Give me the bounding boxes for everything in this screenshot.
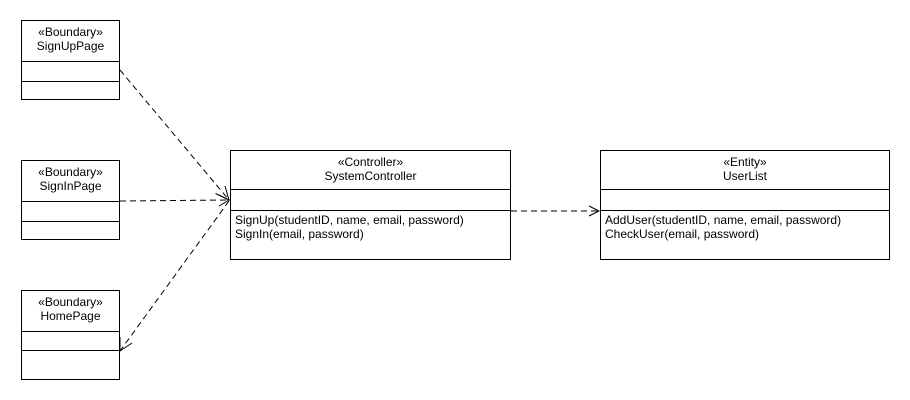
operations-compartment xyxy=(22,82,119,99)
arrowhead-signin-to-controller xyxy=(218,194,231,207)
operation-signup: SignUp(studentID, name, email, password) xyxy=(235,213,464,227)
operations-compartment xyxy=(22,351,119,379)
attributes-compartment xyxy=(22,62,119,82)
class-stereotype: «Entity» xyxy=(723,155,767,169)
operations-compartment xyxy=(22,222,119,239)
arrowhead-controller-to-userlist xyxy=(588,205,601,217)
link-controller-to-home xyxy=(119,200,230,352)
operation-signin: SignIn(email, password) xyxy=(235,227,364,241)
operations-compartment: SignUp(studentID, name, email, password)… xyxy=(231,211,510,259)
class-name: SignInPage xyxy=(39,179,102,193)
attributes-compartment xyxy=(22,332,119,351)
arrowhead-controller-to-home xyxy=(119,337,133,352)
class-name: UserList xyxy=(722,169,767,183)
class-name-compartment: «Boundary» SignInPage xyxy=(22,161,119,202)
attributes-compartment xyxy=(601,190,889,211)
class-name-compartment: «Boundary» HomePage xyxy=(22,291,119,332)
class-stereotype: «Boundary» xyxy=(38,165,103,179)
class-stereotype: «Boundary» xyxy=(38,25,103,39)
class-stereotype: «Controller» xyxy=(337,155,404,169)
class-stereotype: «Boundary» xyxy=(38,295,103,309)
class-name-compartment: «Entity» UserList xyxy=(601,151,889,190)
class-signuppage[interactable]: «Boundary» SignUpPage xyxy=(21,20,120,100)
class-name: SignUpPage xyxy=(36,39,105,53)
operation-adduser: AddUser(studentID, name, email, password… xyxy=(605,213,842,227)
attributes-compartment xyxy=(231,190,510,211)
link-signin-to-controller xyxy=(119,199,230,202)
class-name-compartment: «Boundary» SignUpPage xyxy=(22,21,119,62)
class-name-compartment: «Controller» SystemController xyxy=(231,151,510,190)
class-name: SystemController xyxy=(324,169,417,183)
operation-checkuser: CheckUser(email, password) xyxy=(605,227,760,241)
class-userlist[interactable]: «Entity» UserList AddUser(studentID, nam… xyxy=(600,150,890,260)
link-signup-to-controller xyxy=(119,69,230,201)
attributes-compartment xyxy=(22,202,119,222)
operations-compartment: AddUser(studentID, name, email, password… xyxy=(601,211,889,259)
class-homepage[interactable]: «Boundary» HomePage xyxy=(21,290,120,380)
arrowhead-signup-to-controller xyxy=(215,185,230,201)
class-systemcontroller[interactable]: «Controller» SystemController SignUp(stu… xyxy=(230,150,511,260)
class-name: HomePage xyxy=(40,309,101,323)
class-signinpage[interactable]: «Boundary» SignInPage xyxy=(21,160,120,240)
